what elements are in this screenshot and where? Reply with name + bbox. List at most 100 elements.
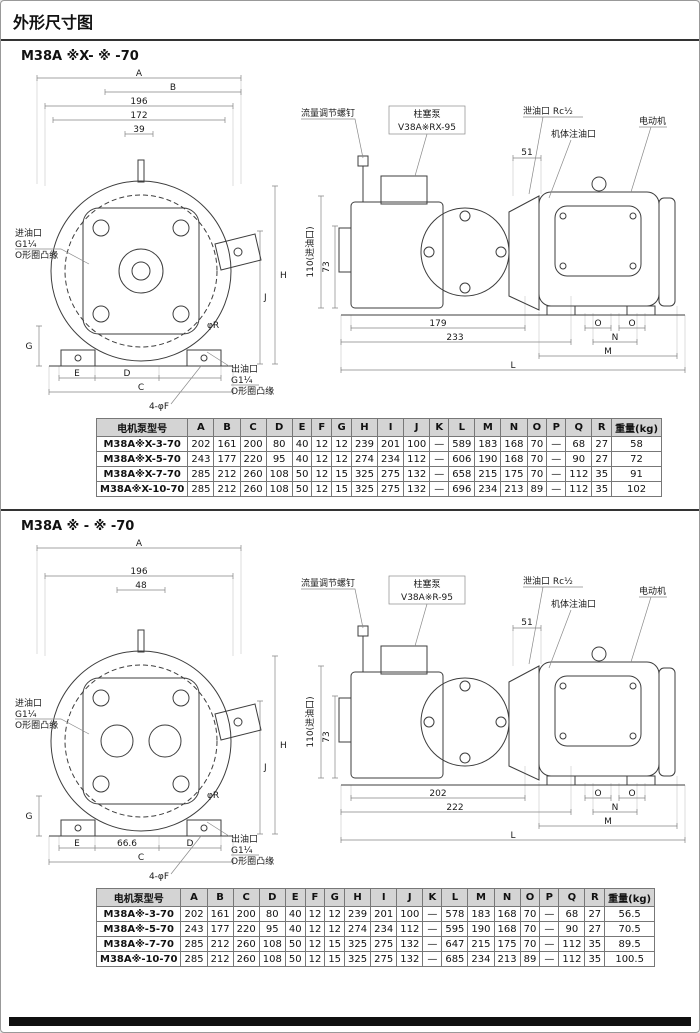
dim-cell: 260 (239, 481, 267, 497)
dim-cell: 89 (526, 481, 548, 497)
dim-cell: 234 (467, 951, 495, 967)
pump-model-label: V38A※R-95 (401, 593, 453, 603)
dim-cell: 285 (180, 951, 208, 967)
dim-cell: — (539, 936, 560, 952)
pump-front-outline (49, 159, 262, 367)
section-heading: M38A ※ - ※ -70 (21, 519, 135, 534)
dim-label-l: L (510, 361, 515, 371)
dim-label-j: J (263, 763, 267, 773)
dim-cell: — (546, 481, 567, 497)
dim-cell: 260 (232, 951, 260, 967)
dim-cell: 89.5 (604, 936, 656, 952)
section-m38a: M38A ※ - ※ -70 (1, 509, 699, 967)
column-header: I (370, 888, 398, 907)
column-header: G (331, 418, 352, 437)
dim-cell: 95 (258, 921, 286, 937)
dim-cell: 168 (493, 906, 521, 922)
dim-cell: 40 (291, 451, 313, 467)
dim-cell: — (429, 481, 450, 497)
column-header: J (403, 418, 431, 437)
column-header: I (377, 418, 405, 437)
dim-cell: 132 (403, 481, 431, 497)
flow-screw-label: 流量调节螺钉 (301, 107, 355, 119)
piston-pump-label: 柱塞泵 (413, 578, 440, 590)
leader-lines (15, 718, 259, 875)
dim-label-196: 196 (130, 567, 147, 577)
dim-cell: 260 (232, 936, 260, 952)
column-header: E (284, 888, 306, 907)
dim-cell: 183 (467, 906, 495, 922)
dim-cell: 275 (370, 951, 398, 967)
outlet-label: 出油口 (231, 363, 258, 375)
column-header: B (213, 418, 241, 437)
column-header: D (265, 418, 293, 437)
dim-cell: 606 (448, 451, 476, 467)
dim-label-n: N (612, 803, 619, 813)
dimension-lines (36, 75, 278, 395)
dim-cell: 12 (324, 921, 346, 937)
dim-cell: 201 (377, 436, 405, 452)
drain-port-label: 泄油口 Rc½ (523, 575, 573, 587)
dim-cell: 50 (291, 481, 313, 497)
column-header: K (422, 888, 443, 907)
pump-model-label: V38A※RX-95 (398, 123, 456, 133)
inlet-thread-label: G1¼ (15, 710, 37, 720)
dim-cell: 220 (232, 921, 260, 937)
dim-label-179: 179 (429, 319, 446, 329)
dim-cell: 275 (377, 466, 405, 482)
dim-cell: 15 (324, 936, 346, 952)
pump-front-outline (49, 629, 262, 837)
phi-r-label: φR (207, 791, 219, 801)
phi-r-label: φR (207, 321, 219, 331)
dim-label-o2: O (628, 789, 635, 799)
dim-label-m: M (604, 347, 612, 357)
mount-holes-label: 4-φF (149, 872, 169, 882)
dim-cell: 112 (403, 451, 431, 467)
dim-label-48: 48 (135, 581, 147, 591)
column-header: P (539, 888, 560, 907)
dim-cell: 70 (519, 936, 541, 952)
column-header: M (467, 888, 495, 907)
front-view-drawing: A 196 48 进油口 G1¼ O形圈凸缘 G J H φR E 66.6 D… (15, 539, 287, 882)
column-header: A (180, 888, 208, 907)
dim-label-g: G (26, 812, 33, 822)
dim-cell: 234 (377, 451, 405, 467)
dim-label-196: 196 (130, 97, 147, 107)
dim-label-39: 39 (133, 125, 145, 135)
column-header: R (591, 418, 613, 437)
dim-cell: — (422, 921, 443, 937)
dim-cell: — (546, 451, 567, 467)
dim-cell: 200 (239, 436, 267, 452)
dim-cell: 243 (180, 921, 208, 937)
dim-cell: 325 (344, 936, 372, 952)
dim-cell: 70 (519, 921, 541, 937)
dim-cell: 234 (370, 921, 398, 937)
piston-pump-label: 柱塞泵 (413, 108, 440, 120)
dim-cell: 589 (448, 436, 476, 452)
dim-cell: 234 (474, 481, 502, 497)
dim-label-73: 73 (322, 261, 332, 272)
dim-cell: 220 (239, 451, 267, 467)
motor-label: 电动机 (639, 585, 666, 597)
dim-cell: 56.5 (604, 906, 656, 922)
dim-cell: 274 (344, 921, 372, 937)
dim-cell: 91 (611, 466, 663, 482)
leader-lines (301, 105, 667, 199)
dim-cell: 58 (611, 436, 663, 452)
dim-label-e: E (74, 839, 80, 849)
extension-lines (36, 550, 242, 861)
dim-cell: 183 (474, 436, 502, 452)
dim-cell: 12 (304, 906, 326, 922)
dim-cell: 95 (265, 451, 293, 467)
outlet-flange-label: O形圈凸缘 (231, 855, 274, 867)
dim-cell: — (546, 436, 567, 452)
dim-cell: 40 (284, 906, 306, 922)
dim-cell: 285 (187, 466, 215, 482)
dim-label-l: L (510, 831, 515, 841)
dim-cell: 325 (350, 481, 379, 497)
extension-lines (36, 80, 242, 391)
dim-label-e: E (74, 369, 80, 379)
